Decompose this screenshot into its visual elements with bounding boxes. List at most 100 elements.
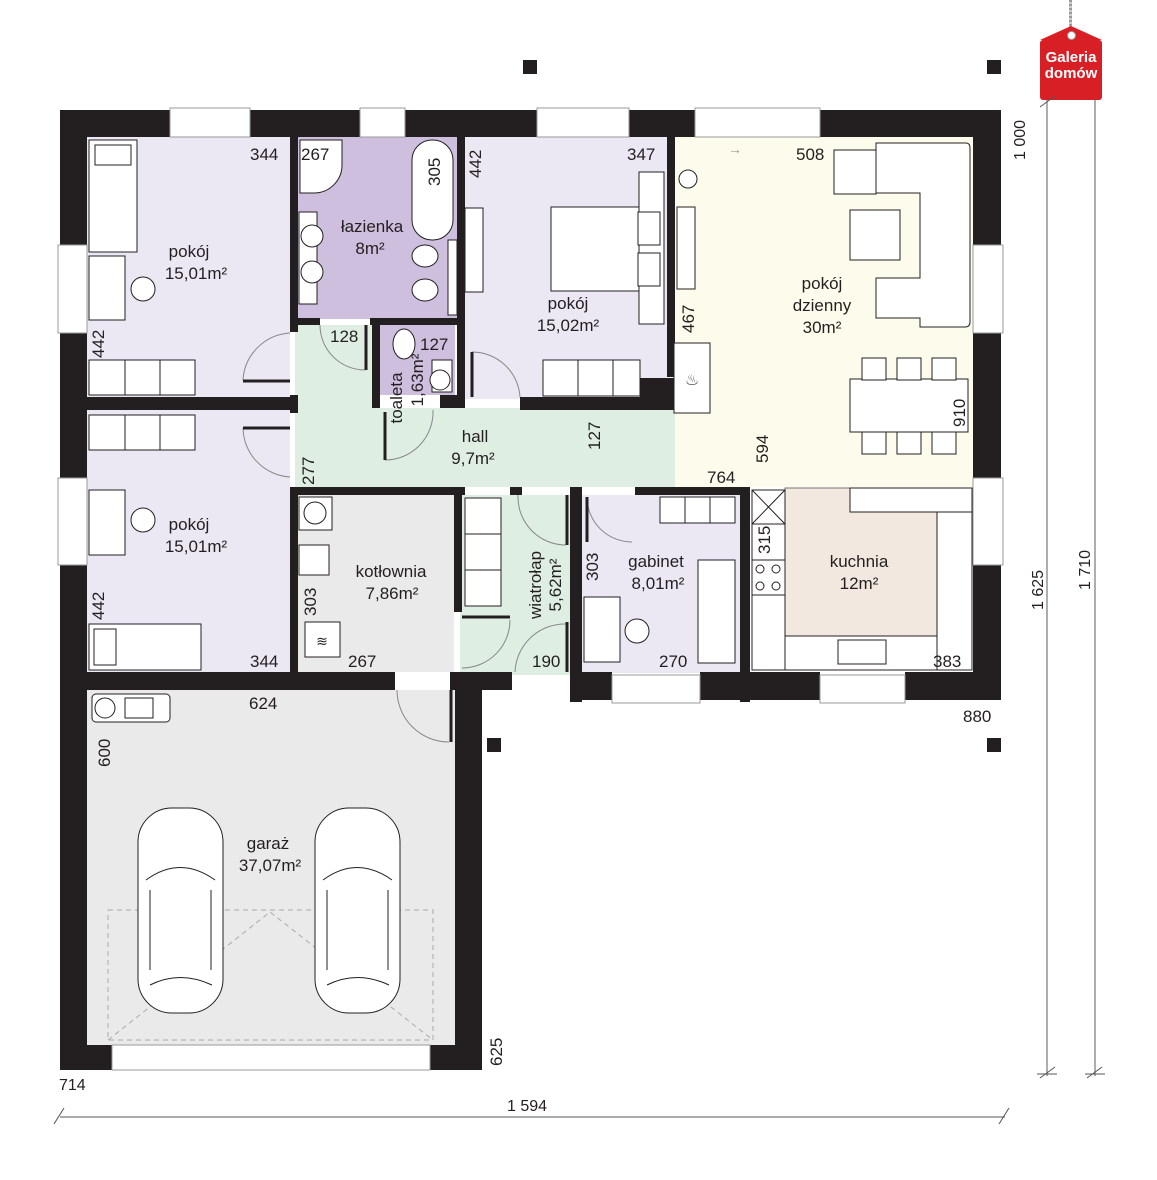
dimension: 190 (532, 652, 560, 671)
dimension: 594 (753, 435, 772, 463)
car-right-icon (314, 807, 401, 1014)
dimension: 303 (301, 588, 320, 616)
bathtub-icon (411, 139, 454, 241)
sofa-icon (697, 559, 736, 664)
room-name: kotłownia (356, 562, 427, 581)
dimension: 128 (330, 327, 358, 346)
logo-line1: Galeria (1045, 49, 1097, 66)
dimension: 910 (950, 399, 969, 427)
room-area: 7,86m² (366, 584, 419, 603)
sink-icon (300, 224, 324, 248)
dimension: 267 (348, 652, 376, 671)
room-hall[interactable] (295, 325, 675, 487)
room-area: 37,07m² (239, 856, 302, 875)
galeria-domow-logo[interactable]: Galeria domów (1040, 26, 1102, 100)
toilet-icon (411, 244, 439, 268)
dimension: 267 (301, 145, 329, 164)
heater-icon (304, 621, 341, 658)
desk-icon (88, 489, 126, 556)
outer-dimension: 880 (963, 707, 991, 726)
wardrobe-icon (88, 359, 196, 396)
dining-table-icon (849, 378, 969, 433)
outer-dimension: 1 625 (1030, 570, 1047, 610)
dimension: 508 (796, 145, 824, 164)
room-name: kuchnia (830, 552, 889, 571)
plant-icon (678, 169, 698, 189)
dimension: 270 (659, 652, 687, 671)
dimension: 764 (707, 468, 735, 487)
room-area: 15,01m² (165, 264, 228, 283)
cooktop-icon (751, 559, 786, 596)
tv-cabinet-icon (464, 207, 484, 293)
armchair-icon (833, 149, 877, 195)
dimension: 467 (679, 305, 698, 333)
dimension: 305 (425, 158, 444, 186)
dimension: 600 (95, 739, 114, 767)
dimension: 303 (583, 553, 602, 581)
column-marker (987, 738, 1001, 752)
room-area: 5,62m² (546, 558, 565, 611)
lawn-mower-icon (91, 693, 171, 723)
chair-icon (130, 507, 156, 533)
dimension: 344 (250, 652, 278, 671)
corner-sofa-icon (875, 142, 971, 328)
column-marker (523, 60, 537, 74)
outer-dimension: 1 710 (1077, 550, 1094, 590)
wardrobe-icon (542, 359, 641, 397)
room-name: wiatrołap (526, 551, 545, 620)
furniture: ♨ → ≋ (88, 139, 973, 1041)
dimension: 383 (933, 652, 961, 671)
room-area: 8,01m² (632, 574, 685, 593)
room-name: gabinet (628, 552, 684, 571)
bookshelf-icon (659, 496, 736, 524)
room-area: 1,63m² (408, 353, 427, 406)
room-name: pokój (169, 515, 210, 534)
room-name: toaleta (387, 372, 406, 424)
tv-icon (676, 206, 696, 290)
closet-icon (464, 497, 502, 607)
outer-dimension: 1 000 (1012, 120, 1029, 160)
coffee-table-icon (849, 209, 901, 261)
car-left-icon (137, 807, 224, 1014)
washbasin-icon (429, 369, 451, 391)
dimension-lines (53, 95, 1105, 1125)
chair-icon (624, 618, 650, 644)
outer-dimension: 625 (487, 1038, 506, 1066)
dimension: 442 (89, 592, 108, 620)
dimension: 442 (466, 150, 485, 178)
fire-icon: ♨ (685, 372, 699, 389)
column-marker (487, 738, 501, 752)
outer-dimension: 1 594 (507, 1098, 547, 1115)
desk-icon (583, 596, 621, 663)
room-area: 30m² (803, 318, 842, 337)
utility-sink-icon (298, 544, 330, 576)
windows (57, 107, 1004, 1071)
outer-dimension: 714 (59, 1077, 86, 1094)
room-name-2: dzienny (793, 296, 852, 315)
logo-string (1069, 0, 1072, 28)
dimension: 277 (299, 457, 318, 485)
dimension: 347 (627, 145, 655, 164)
room-area: 8m² (355, 239, 385, 258)
dimension: 127 (420, 335, 448, 354)
room-area: 9,7m² (451, 449, 495, 468)
parking-outline (107, 909, 434, 1041)
doors (242, 324, 633, 743)
arrow-icon: → (728, 141, 742, 157)
room-name: hall (462, 427, 488, 446)
room-name: pokój (802, 274, 843, 293)
kitchen-sink-icon (837, 639, 887, 665)
desk-icon (88, 255, 126, 321)
logo-hole (1067, 31, 1076, 40)
chair-icon (130, 276, 156, 302)
dimension: 442 (89, 330, 108, 358)
svg-text:≋: ≋ (316, 633, 328, 649)
room-name: garaż (247, 834, 290, 853)
room-area: 12m² (840, 574, 879, 593)
room-name: pokój (169, 242, 210, 261)
dimension: 624 (249, 694, 277, 713)
dimension: 344 (250, 145, 278, 164)
shelf-icon (88, 414, 196, 451)
room-area: 15,02m² (537, 316, 600, 335)
